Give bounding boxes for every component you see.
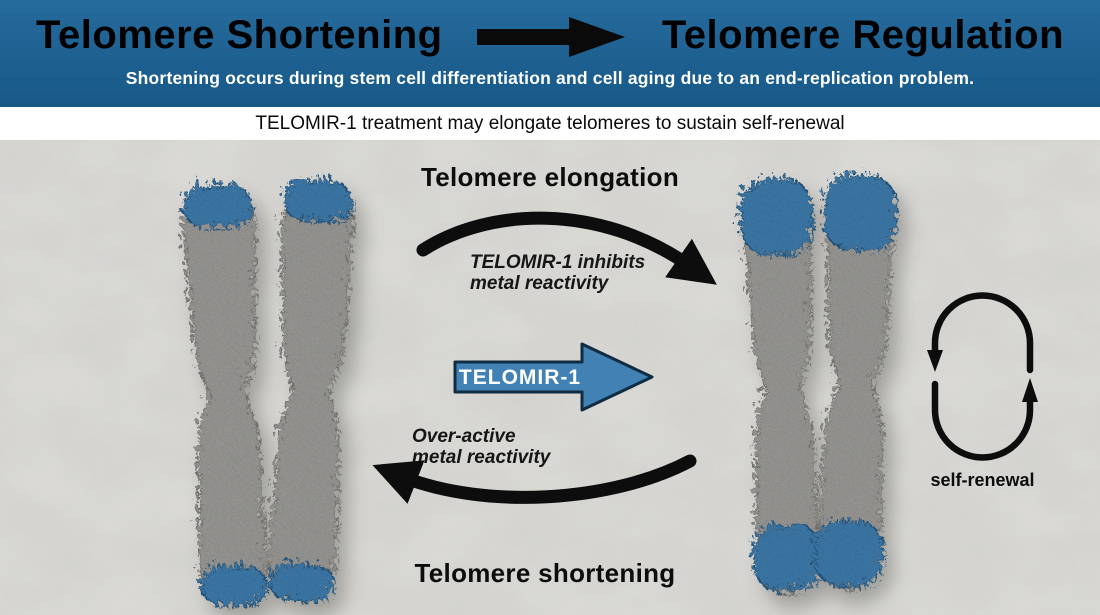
caption-line: metal reactivity <box>470 273 609 294</box>
chromatid-right <box>810 170 894 587</box>
telomere-cap <box>819 170 894 249</box>
chromatid-right <box>264 175 350 599</box>
self-renewal-cycle-icon <box>927 292 1038 461</box>
treatment-banner-text: TELOMIR-1 treatment may elongate telomer… <box>255 112 845 134</box>
telomere-cap <box>749 520 820 589</box>
overactive-metal-caption: Over-active metal reactivity <box>412 426 550 468</box>
title-telomere-regulation: Telomere Regulation <box>661 13 1064 57</box>
telomere-shortening-label: Telomere shortening <box>414 558 676 588</box>
chromosome-short-telomeres <box>179 175 350 603</box>
caption-line: Over-active <box>412 426 516 447</box>
telomere-cap <box>736 174 811 253</box>
title-row: Telomere Shortening Telomere Regulation <box>0 10 1100 60</box>
telomere-cap <box>279 175 349 219</box>
telomere-cap <box>197 561 264 603</box>
telomere-cap <box>810 516 881 584</box>
elongation-arrow-icon <box>416 211 717 285</box>
shortening-arrow-icon <box>372 454 697 504</box>
telomere-elongation-label: Telomere elongation <box>420 162 680 192</box>
caption-line: TELOMIR-1 inhibits <box>470 252 646 273</box>
telomir-1-arrow-label: TELOMIR-1 <box>459 366 581 389</box>
chromatid-left <box>179 179 264 603</box>
diagram-area: Telomere elongation TELOMIR-1 inhibits m… <box>0 140 1100 615</box>
chromosome-long-telomeres <box>736 170 894 591</box>
treatment-banner: TELOMIR-1 treatment may elongate telomer… <box>0 107 1100 140</box>
header-subtitle: Shortening occurs during stem cell diffe… <box>125 68 975 88</box>
self-renewal-label: self-renewal <box>930 470 1035 490</box>
header-band: Telomere Shortening Telomere Regulation … <box>0 0 1100 107</box>
title-telomere-shortening: Telomere Shortening <box>36 13 443 57</box>
telomir-1-arrow: TELOMIR-1 <box>453 342 654 412</box>
caption-line: metal reactivity <box>412 447 551 468</box>
chromatid-left <box>736 174 820 591</box>
telomir-inhibits-caption: TELOMIR-1 inhibits metal reactivity <box>470 252 645 294</box>
telomere-cap <box>264 559 331 598</box>
right-arrow-icon <box>477 17 626 57</box>
telomere-cap <box>179 179 250 225</box>
